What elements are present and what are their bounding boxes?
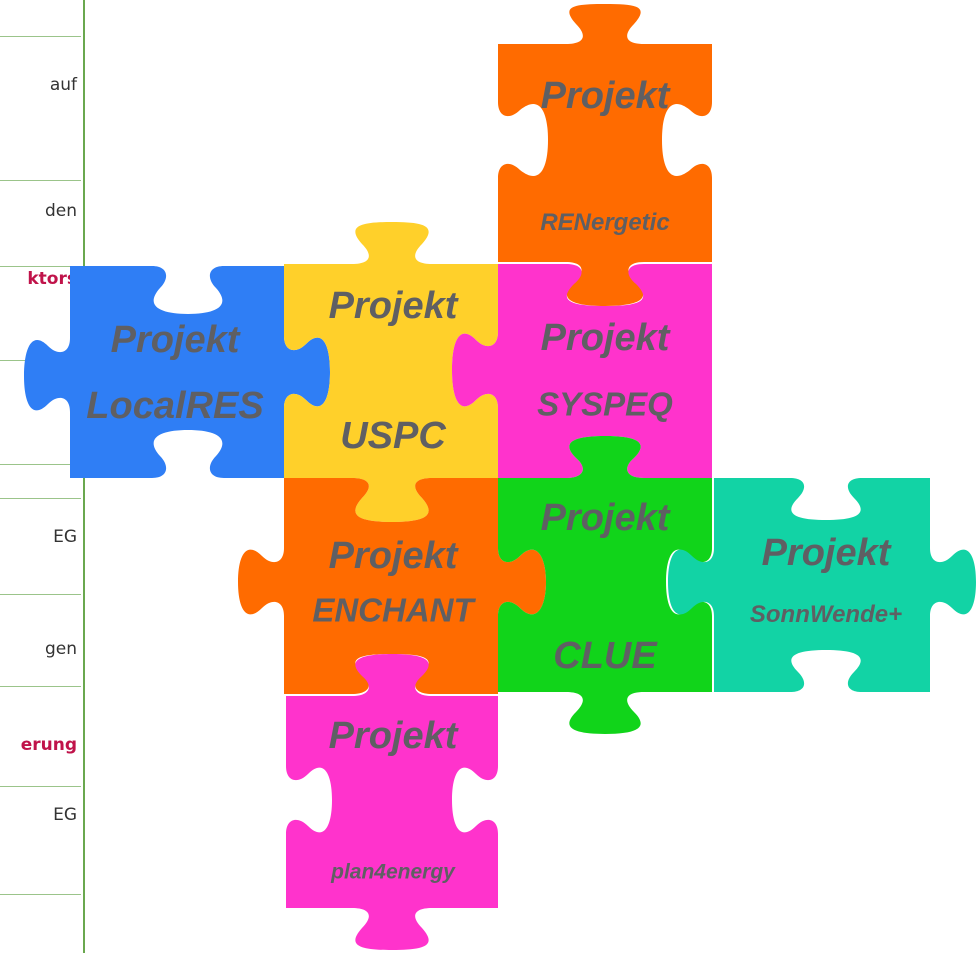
piece-plan4energy <box>286 654 498 950</box>
list-item-text: gen <box>44 639 77 659</box>
piece-enchant-title: Projekt <box>328 535 458 577</box>
piece-plan4energy-name: plan4energy <box>331 860 455 884</box>
list-item-text: auf <box>49 75 77 95</box>
list-item[interactable]: erung <box>0 686 81 787</box>
piece-sonnwende-name: SonnWende+ <box>749 601 903 628</box>
piece-localres <box>24 266 330 478</box>
list-item-text: EG <box>53 527 77 547</box>
piece-uspc-name: USPC <box>340 415 446 457</box>
piece-sonnwende <box>668 478 976 692</box>
piece-sonnwende-title: Projekt <box>761 532 891 574</box>
piece-plan4energy-title: Projekt <box>328 715 458 757</box>
piece-renergetic-shape <box>498 4 712 306</box>
list-item-text: ktors <box>27 269 77 289</box>
list-item-text: EG <box>53 805 77 825</box>
list-item[interactable]: EG <box>0 498 81 595</box>
piece-plan4energy-shape <box>286 654 498 950</box>
piece-uspc-shape <box>284 222 498 522</box>
piece-syspeq-name: SYSPEQ <box>537 385 673 423</box>
list-item[interactable] <box>0 464 81 499</box>
piece-clue-shape <box>498 436 712 734</box>
piece-enchant-name: ENCHANT <box>312 591 474 629</box>
list-item[interactable]: gen <box>0 594 81 687</box>
piece-renergetic <box>498 4 712 306</box>
piece-clue <box>498 436 712 734</box>
piece-uspc <box>284 222 498 522</box>
list-item-text: den <box>44 201 77 221</box>
list-item[interactable]: ktors <box>0 266 81 361</box>
list-item[interactable]: den <box>0 180 81 267</box>
piece-syspeq-shape <box>452 264 712 478</box>
piece-sonnwende-shape <box>668 478 976 692</box>
piece-localres-name: LocalRES <box>86 385 264 427</box>
piece-enchant-shape <box>238 478 546 694</box>
list-item-text: erung <box>20 735 77 755</box>
piece-enchant <box>238 478 546 694</box>
piece-clue-name: CLUE <box>553 635 657 677</box>
piece-uspc-title: Projekt <box>328 285 458 327</box>
list-item[interactable] <box>0 894 81 953</box>
piece-localres-shape <box>24 266 330 478</box>
piece-renergetic-title: Projekt <box>540 75 670 117</box>
list-item[interactable]: auf <box>0 36 81 177</box>
piece-syspeq-title: Projekt <box>540 317 670 359</box>
piece-clue-title: Projekt <box>540 497 670 539</box>
piece-renergetic-name: RENergetic <box>540 209 670 236</box>
list-item[interactable]: EG <box>0 786 81 895</box>
piece-syspeq <box>452 264 712 478</box>
piece-localres-title: Projekt <box>110 319 240 361</box>
